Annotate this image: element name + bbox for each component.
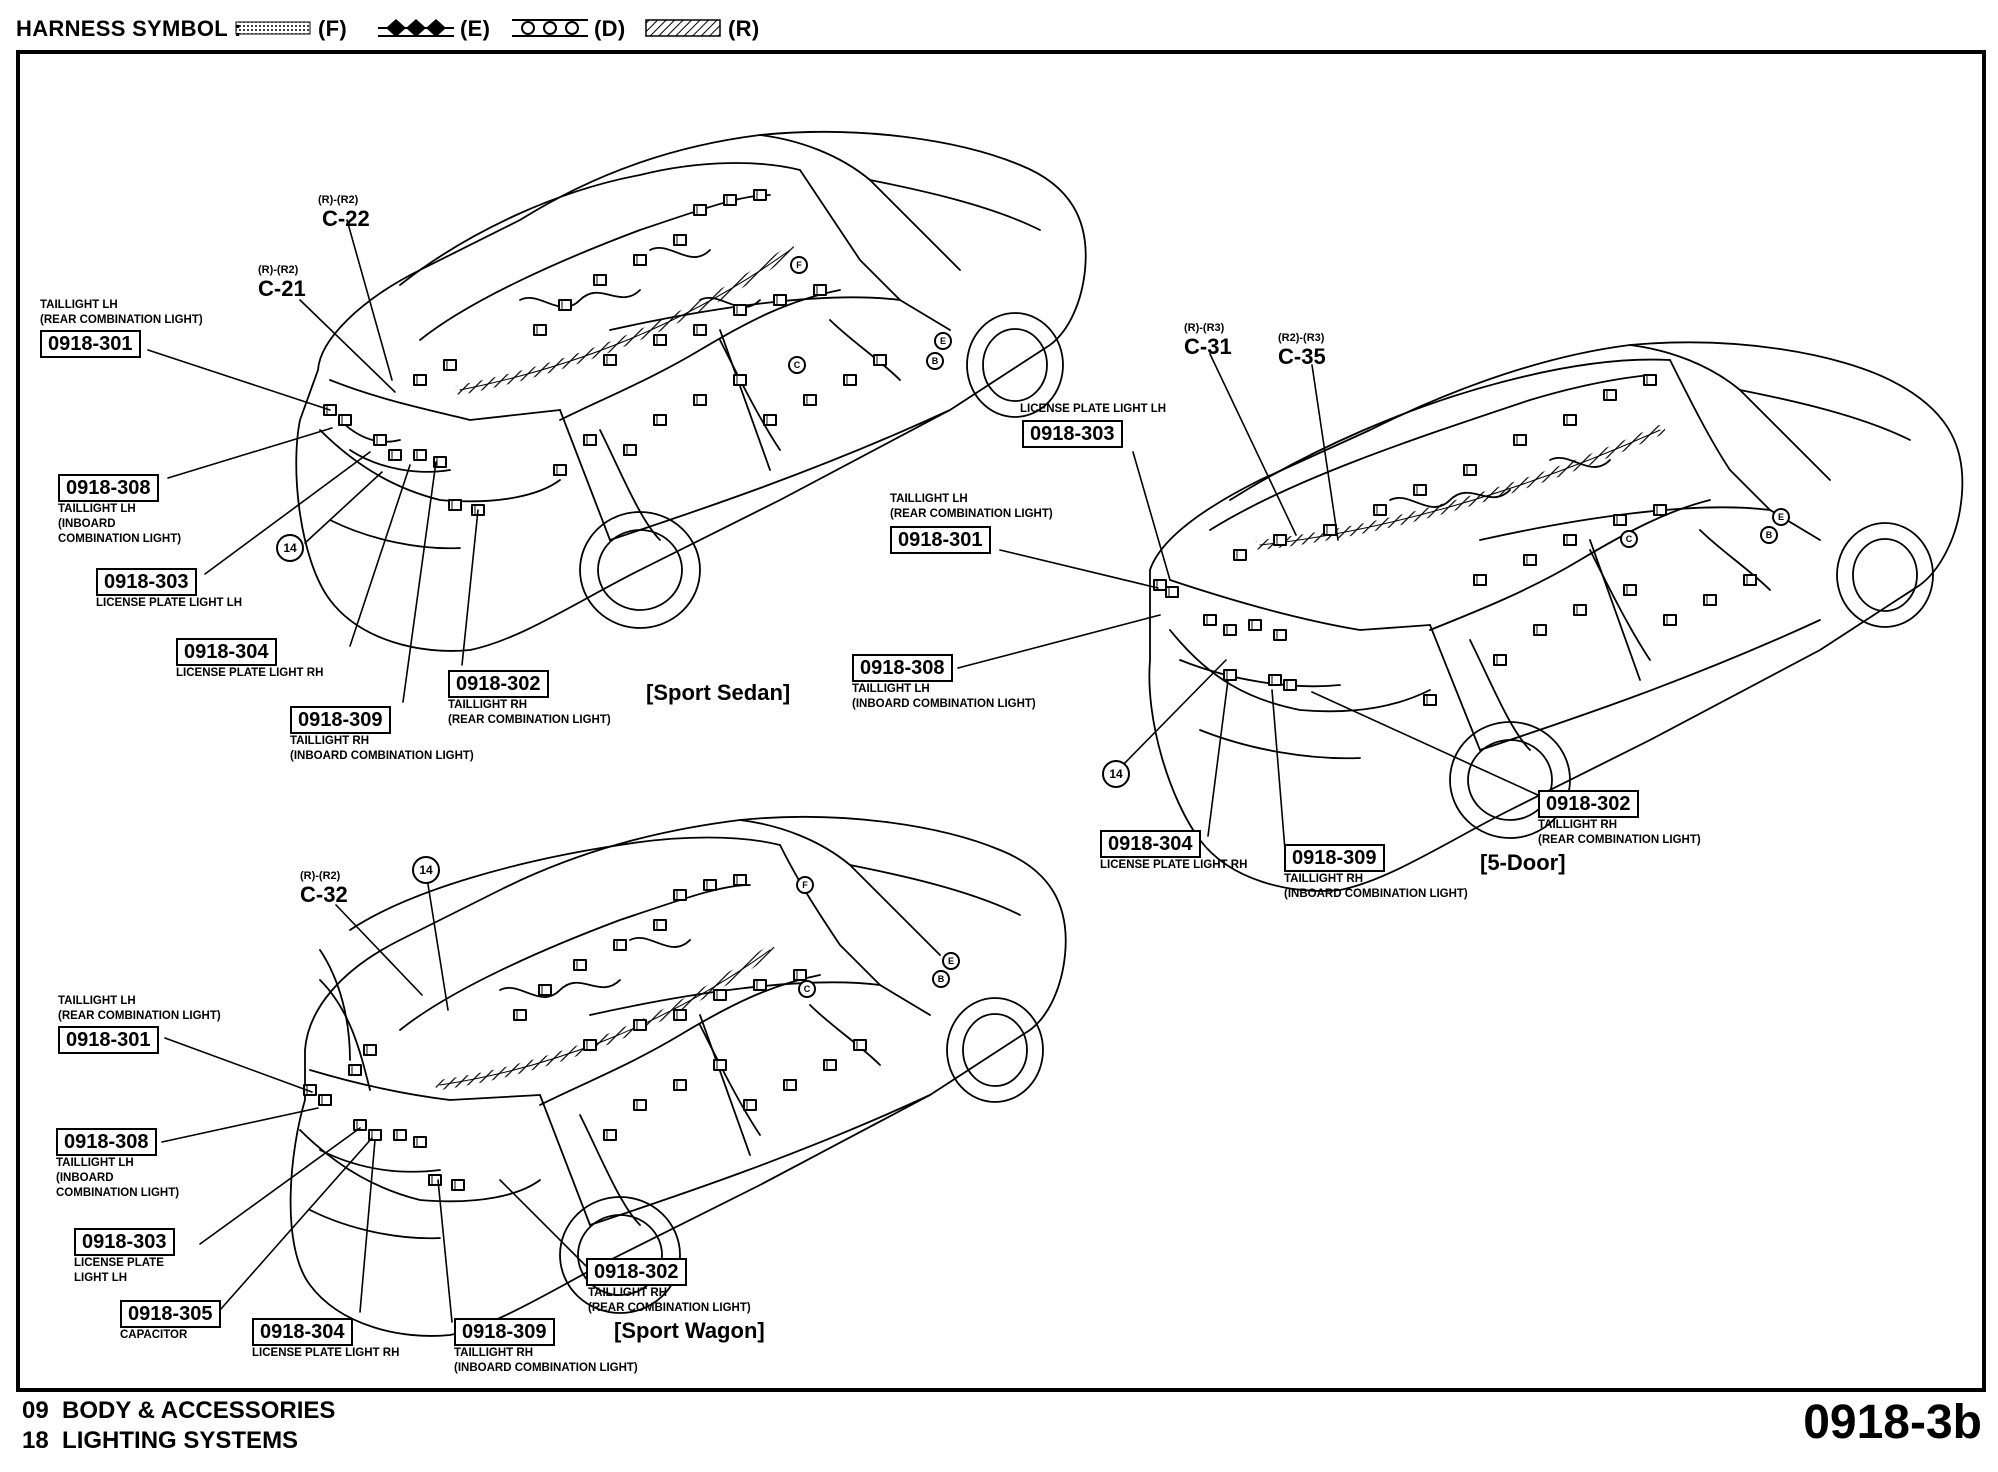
- five-door-c31-harness: (R)-(R3): [1184, 322, 1225, 334]
- wagon-marker-e: E: [942, 952, 960, 970]
- wagon-label-0918-309[interactable]: 0918-309: [454, 1318, 555, 1346]
- sedan-303-caption: LICENSE PLATE LIGHT LH: [96, 597, 243, 609]
- sedan-marker-f: F: [790, 256, 808, 274]
- five-door-303-caption: LICENSE PLATE LIGHT LH: [1020, 403, 1167, 415]
- wagon-label-0918-304[interactable]: 0918-304: [252, 1318, 353, 1346]
- sedan-label-0918-304[interactable]: 0918-304: [176, 638, 277, 666]
- five-door-309-caption: TAILLIGHT RH (INBOARD COMBINATION LIGHT): [1284, 873, 1468, 900]
- sedan-label-0918-301[interactable]: 0918-301: [40, 330, 141, 358]
- wagon-305-caption: CAPACITOR: [120, 1329, 188, 1341]
- wagon-leader-lines: [161, 877, 587, 1323]
- sedan-label-0918-303[interactable]: 0918-303: [96, 568, 197, 596]
- wagon-304-caption: LICENSE PLATE LIGHT RH: [252, 1347, 400, 1359]
- five-door-marker-b: B: [1760, 526, 1778, 544]
- legend-code-r: (R): [728, 16, 760, 41]
- sedan-304-caption: LICENSE PLATE LIGHT RH: [176, 667, 324, 679]
- five-door-308-caption: TAILLIGHT LH (INBOARD COMBINATION LIGHT): [852, 683, 1036, 710]
- wagon-303-caption: LICENSE PLATE LIGHT LH: [74, 1257, 164, 1284]
- sedan-309-caption: TAILLIGHT RH (INBOARD COMBINATION LIGHT): [290, 735, 474, 762]
- sedan-c21-harness: (R)-(R2): [258, 264, 299, 276]
- sedan-harness: [339, 194, 901, 541]
- sedan-leader-lines: [147, 219, 479, 703]
- wagon-connectors: [303, 874, 867, 1191]
- five-door-car-outline: [1148, 341, 1964, 892]
- wagon-marker-b: B: [932, 970, 950, 988]
- five-door-c31-id: C-31: [1184, 334, 1232, 359]
- wagon-marker-f: F: [796, 876, 814, 894]
- wagon-label-0918-301[interactable]: 0918-301: [58, 1026, 159, 1054]
- sedan-marker-c: C: [788, 356, 806, 374]
- five-door-label-0918-303[interactable]: 0918-303: [1022, 420, 1123, 448]
- subsection-name: LIGHTING SYSTEMS: [62, 1427, 299, 1454]
- legend-code-f: (F): [318, 16, 347, 41]
- sedan-c21-id: C-21: [258, 276, 306, 301]
- five-door-301-caption: TAILLIGHT LH (REAR COMBINATION LIGHT): [890, 493, 1053, 520]
- wagon-309-caption: TAILLIGHT RH (INBOARD COMBINATION LIGHT): [454, 1347, 638, 1374]
- section-footer: 09 BODY & ACCESSORIES 18 LIGHTING SYSTEM…: [22, 1396, 335, 1456]
- legend-code-e: (E): [460, 16, 491, 41]
- harness-symbol-legend: HARNESS SYMBOL : (F) (E) (D) (R): [16, 12, 916, 48]
- five-door-label-0918-301[interactable]: 0918-301: [890, 526, 991, 554]
- sedan-302-caption: TAILLIGHT RH (REAR COMBINATION LIGHT): [448, 699, 611, 726]
- five-door-304-caption: LICENSE PLATE LIGHT RH: [1100, 859, 1248, 871]
- five-door-ground-14[interactable]: 14: [1102, 760, 1130, 788]
- five-door-302-caption: TAILLIGHT RH (REAR COMBINATION LIGHT): [1538, 819, 1701, 846]
- five-door-c35-id: C-35: [1278, 344, 1326, 369]
- sedan-308-caption: TAILLIGHT LH (INBOARD COMBINATION LIGHT): [58, 503, 182, 545]
- sedan-marker-e: E: [934, 332, 952, 350]
- five-door-c35-harness: (R2)-(R3): [1278, 332, 1325, 344]
- five-door-label-0918-309[interactable]: 0918-309: [1284, 844, 1385, 872]
- wagon-ground-14[interactable]: 14: [412, 856, 440, 884]
- dotted-harness-icon: [235, 21, 311, 35]
- sedan-ground-14[interactable]: 14: [276, 534, 304, 562]
- five-door-label-0918-302[interactable]: 0918-302: [1538, 790, 1639, 818]
- wagon-label-0918-305[interactable]: 0918-305: [120, 1300, 221, 1328]
- five-door-label-0918-304[interactable]: 0918-304: [1100, 830, 1201, 858]
- sedan-car-outline: [295, 130, 1087, 652]
- subsection-number: 18: [22, 1427, 49, 1454]
- hatched-harness-icon: [645, 19, 721, 37]
- legend-title: HARNESS SYMBOL :: [16, 16, 242, 41]
- wagon-car-outline: [289, 815, 1067, 1337]
- wagon-harness: [319, 884, 881, 1226]
- circles-harness-icon: [512, 19, 588, 37]
- sedan-marker-b: B: [926, 352, 944, 370]
- wagon-c32-harness: (R)-(R2): [300, 870, 341, 882]
- five-door-leader-lines: [957, 353, 1541, 851]
- sedan-301-caption: TAILLIGHT LH (REAR COMBINATION LIGHT): [40, 299, 203, 326]
- wagon-model-title: [Sport Wagon]: [614, 1318, 765, 1343]
- five-door-marker-e: E: [1772, 508, 1790, 526]
- legend-code-d: (D): [594, 16, 626, 41]
- sedan-model-title: [Sport Sedan]: [646, 680, 791, 705]
- wagon-301-caption: TAILLIGHT LH (REAR COMBINATION LIGHT): [58, 995, 221, 1022]
- wagon-label-0918-303[interactable]: 0918-303: [74, 1228, 175, 1256]
- diagram-frame: [16, 50, 1986, 1392]
- section-name: BODY & ACCESSORIES: [62, 1397, 336, 1424]
- sedan-label-0918-308[interactable]: 0918-308: [58, 474, 159, 502]
- five-door-harness: [1209, 374, 1771, 751]
- diamond-harness-icon: [378, 19, 454, 37]
- five-door-marker-c: C: [1620, 530, 1638, 548]
- section-number: 09: [22, 1397, 49, 1424]
- wagon-label-0918-302[interactable]: 0918-302: [586, 1258, 687, 1286]
- wagon-c32-id: C-32: [300, 882, 348, 907]
- sedan-c22-id: C-22: [322, 206, 370, 231]
- page-id: 0918-3b: [1803, 1396, 1982, 1449]
- sedan-label-0918-302[interactable]: 0918-302: [448, 670, 549, 698]
- wagon-label-0918-308[interactable]: 0918-308: [56, 1128, 157, 1156]
- subsection-line: 18 LIGHTING SYSTEMS: [22, 1426, 335, 1456]
- section-line: 09 BODY & ACCESSORIES: [22, 1396, 335, 1426]
- wagon-marker-c: C: [798, 980, 816, 998]
- five-door-model-title: [5-Door]: [1480, 850, 1566, 875]
- sedan-c22-harness: (R)-(R2): [318, 194, 359, 206]
- sedan-label-0918-309[interactable]: 0918-309: [290, 706, 391, 734]
- wagon-302-caption: TAILLIGHT RH (REAR COMBINATION LIGHT): [588, 1287, 751, 1314]
- five-door-label-0918-308[interactable]: 0918-308: [852, 654, 953, 682]
- wagon-308-caption: TAILLIGHT LH (INBOARD COMBINATION LIGHT): [56, 1157, 180, 1199]
